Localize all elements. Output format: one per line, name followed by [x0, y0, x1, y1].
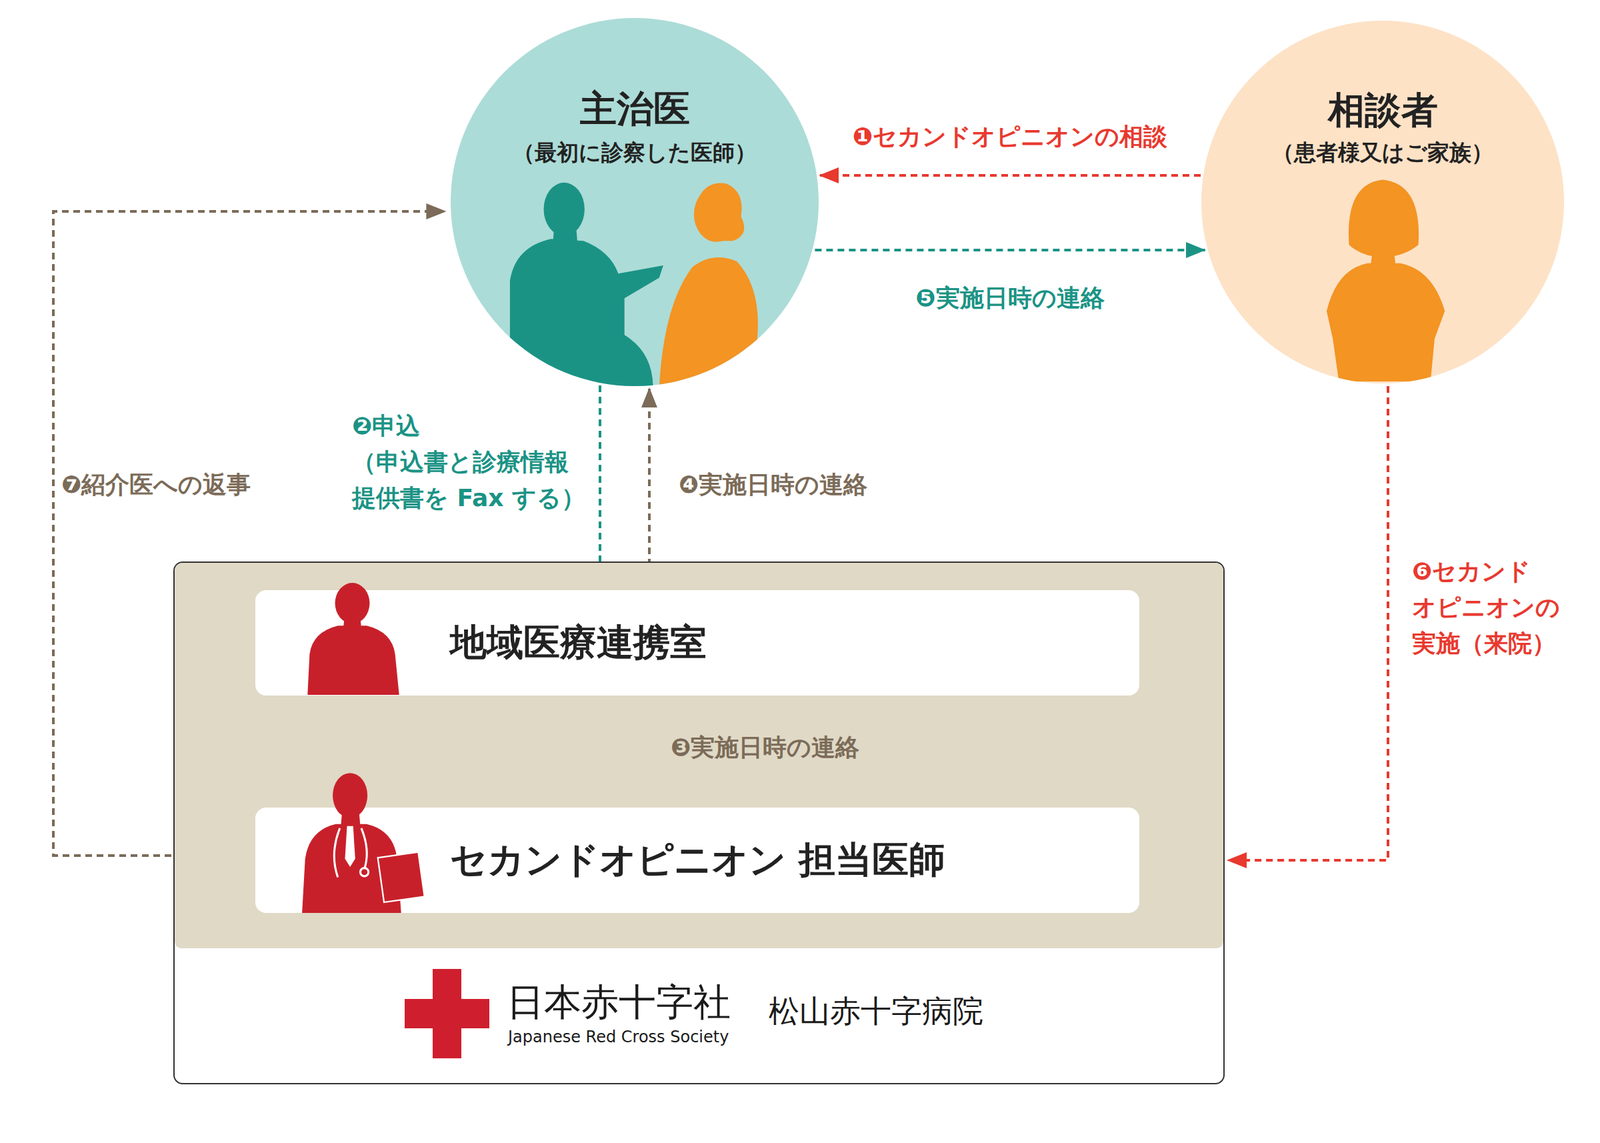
attending-doctor-circle: 主治医 （最初に診察した医師）	[450, 18, 819, 386]
hospital-box: 日本赤十字社Japanese Red Cross Society 松山赤十字病院 地…	[173, 561, 1225, 1084]
step-label: ❸実施日時の連絡	[670, 729, 860, 766]
doctor-icon	[300, 768, 425, 913]
staff-icon	[305, 580, 400, 695]
red-cross-logo	[404, 968, 490, 1058]
dashed-arrow	[598, 385, 602, 588]
circle-title: 主治医	[450, 84, 819, 134]
org-name: 日本赤十字社	[506, 977, 731, 1028]
org-name-english: Japanese Red Cross Society	[508, 1027, 729, 1046]
box-label: セカンドオピニオン 担当医師	[450, 835, 946, 885]
dashed-arrow	[814, 248, 1205, 252]
step-label: ❺実施日時の連絡	[836, 280, 1184, 316]
circle-subtitle: （最初に診察した医師）	[450, 138, 819, 168]
dashed-arrow	[819, 174, 1201, 177]
circle-title: 相談者	[1201, 86, 1564, 136]
box-label: 地域医療連携室	[450, 618, 707, 668]
dashed-arrow	[648, 388, 651, 588]
step-label: ❷申込 （申込書と診療情報 提供書を Fax する）	[352, 408, 594, 516]
step-label: ❶セカンドオピニオンの相談	[836, 118, 1184, 155]
step-label: ❼紹介医への返事	[61, 466, 251, 503]
step-label: ❻セカンド オピニオンの 実施（来院）	[1412, 553, 1582, 662]
doctor-patient-illustration	[450, 18, 819, 386]
doctor-box: セカンドオピニオン 担当医師	[255, 807, 1140, 913]
circle-subtitle: （患者様又はご家族）	[1201, 138, 1564, 168]
step-label: ❹実施日時の連絡	[678, 466, 868, 503]
dashed-arrow	[1227, 386, 1388, 860]
consultant-circle: 相談者（患者様又はご家族）	[1201, 20, 1564, 384]
department-box: 地域医療連携室	[255, 590, 1140, 696]
hospital-name: 松山赤十字病院	[768, 990, 984, 1032]
consultant-illustration	[1201, 20, 1564, 384]
